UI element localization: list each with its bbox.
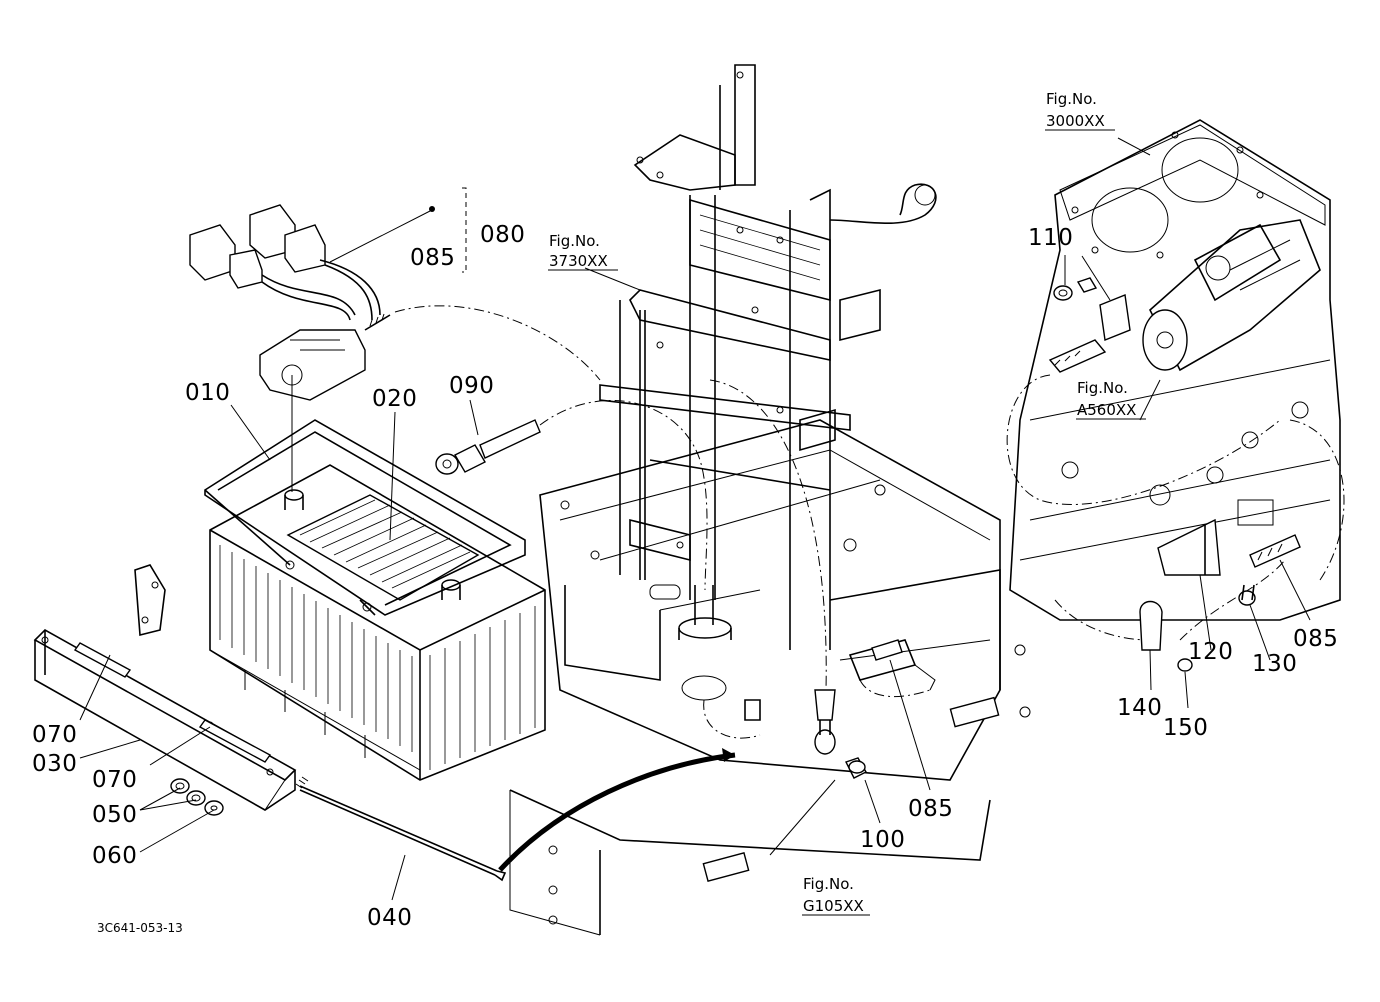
svg-text:3000XX: 3000XX — [1046, 112, 1105, 130]
drawing-code: 3C641-053-13 — [97, 921, 183, 935]
svg-text:G105XX: G105XX — [803, 897, 864, 915]
seat-frame-assembly — [599, 64, 937, 650]
part-label-085-center: 085 — [908, 796, 953, 822]
part-label-060: 060 — [92, 843, 137, 869]
fig-ref-3730: Fig.No. 3730XX — [548, 232, 618, 271]
battery-cable — [394, 305, 708, 591]
battery — [209, 464, 546, 781]
battery-clamp-bar — [33, 564, 297, 811]
part-label-150: 150 — [1163, 715, 1208, 741]
part-label-030: 030 — [32, 751, 77, 777]
ground-cable — [709, 379, 936, 779]
part-label-085-engine: 085 — [1293, 626, 1338, 652]
fig-ref-A560: Fig.No. A560XX — [1076, 379, 1146, 420]
frame-post — [678, 585, 761, 739]
part-label-120: 120 — [1188, 639, 1233, 665]
part-label-080: 080 — [480, 222, 525, 248]
frame-chassis — [509, 419, 1031, 936]
leader-lines — [79, 137, 1311, 901]
battery-holder — [204, 419, 526, 616]
part-label-110: 110 — [1028, 225, 1073, 251]
part-label-140: 140 — [1117, 695, 1162, 721]
part-label-050: 050 — [92, 802, 137, 828]
starter-motor — [1142, 219, 1321, 372]
nuts-washers — [170, 778, 224, 816]
part-label-020: 020 — [372, 386, 417, 412]
part-label-085-harness: 085 — [410, 245, 455, 271]
svg-text:Fig.No.: Fig.No. — [549, 232, 600, 250]
fig-ref-G105: Fig.No. G105XX — [802, 875, 870, 916]
wire-harness — [189, 204, 435, 492]
part-label-100: 100 — [860, 827, 905, 853]
part-label-010: 010 — [185, 380, 230, 406]
fig-ref-3000: Fig.No. 3000XX — [1045, 90, 1115, 131]
part-label-070-left: 070 — [32, 722, 77, 748]
svg-text:A560XX: A560XX — [1077, 401, 1136, 419]
part-label-040: 040 — [367, 905, 412, 931]
part-number-labels: 010 020 030 040 050 060 070 070 080 085 … — [32, 222, 1338, 931]
figure-references: Fig.No. 3730XX Fig.No. 3000XX Fig.No. A5… — [548, 90, 1146, 916]
svg-text:3730XX: 3730XX — [549, 252, 608, 270]
svg-text:Fig.No.: Fig.No. — [1046, 90, 1097, 108]
part-label-090: 090 — [449, 373, 494, 399]
part-label-130: 130 — [1252, 651, 1297, 677]
engine-block — [1006, 119, 1345, 641]
starter-terminal-parts — [1048, 277, 1301, 672]
svg-text:Fig.No.: Fig.No. — [1077, 379, 1128, 397]
part-label-070-right: 070 — [92, 767, 137, 793]
hook-rod — [295, 748, 736, 882]
svg-text:Fig.No.: Fig.No. — [803, 875, 854, 893]
